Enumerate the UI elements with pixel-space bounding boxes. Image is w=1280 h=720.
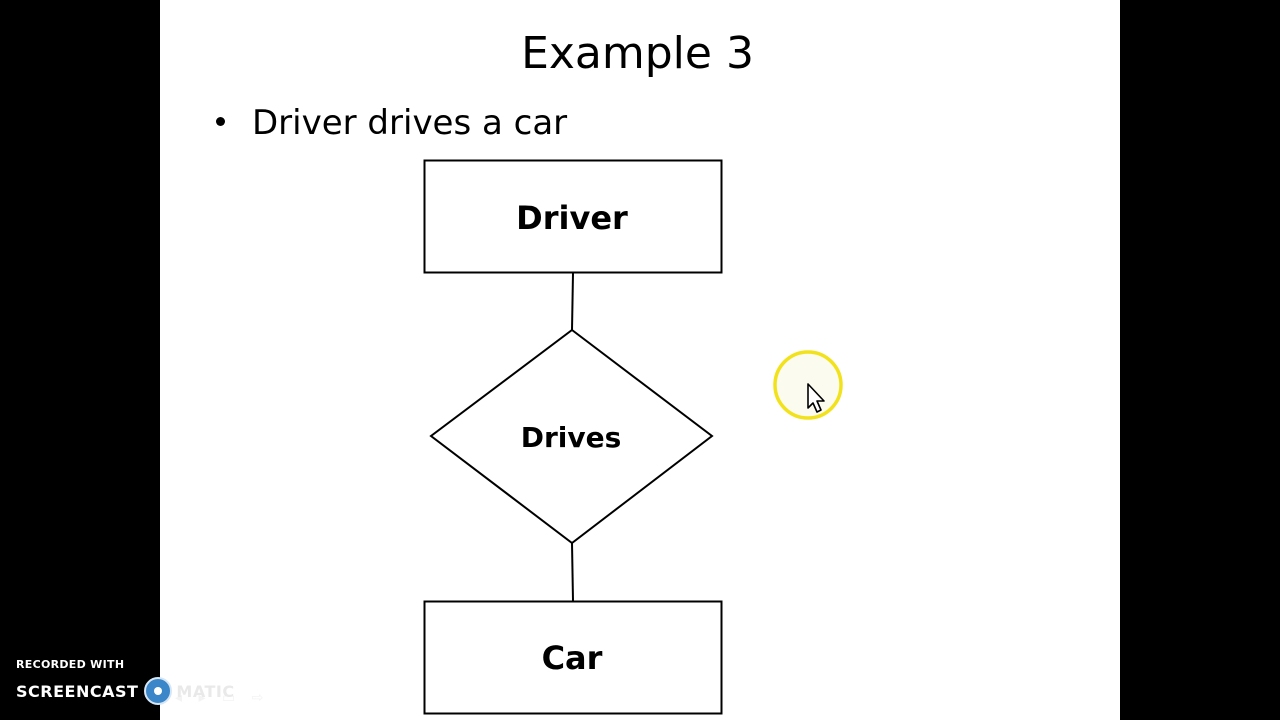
connector-line-top [571, 272, 574, 331]
bullet-dot-icon [216, 117, 225, 126]
entity-driver-label: Driver [516, 199, 628, 237]
entity-car: Car [423, 600, 723, 715]
connector-line-bottom [571, 542, 574, 602]
forward-arrow-icon[interactable]: ⇨ [251, 690, 264, 706]
entity-car-box [423, 600, 723, 715]
relationship-drives-label: Drives [521, 421, 622, 454]
watermark-caption: RECORDED WITH [16, 658, 125, 671]
recorder-watermark: RECORDED WITH SCREENCAST MATIC [16, 658, 235, 705]
previous-icon[interactable]: ◂ [175, 690, 183, 706]
watermark-brand: SCREENCAST MATIC [16, 677, 235, 705]
mouse-pointer-icon [807, 383, 825, 413]
entity-driver: Driver [423, 159, 723, 274]
screencast-o-matic-logo-icon [144, 677, 173, 705]
presentation-slide: Example 3 Driver drives a car Driver Dri… [160, 0, 1120, 720]
entity-car-label: Car [542, 639, 603, 677]
menu-icon[interactable]: ▭ [221, 690, 236, 706]
slide-player-controls: ◂ ▸ ▭ ⇨ [175, 690, 275, 706]
bullet-item: Driver drives a car [216, 103, 567, 143]
watermark-brand-part2: MATIC [176, 681, 235, 701]
next-icon[interactable]: ▸ [198, 690, 206, 706]
bullet-text: Driver drives a car [252, 103, 568, 143]
watermark-brand-part1: SCREENCAST [16, 681, 139, 701]
slide-title: Example 3 [521, 28, 754, 79]
entity-driver-box [423, 159, 723, 274]
er-diagram: Driver Drives Car [423, 159, 723, 715]
relationship-drives: Drives [429, 328, 714, 545]
cursor-overlay [773, 350, 843, 420]
